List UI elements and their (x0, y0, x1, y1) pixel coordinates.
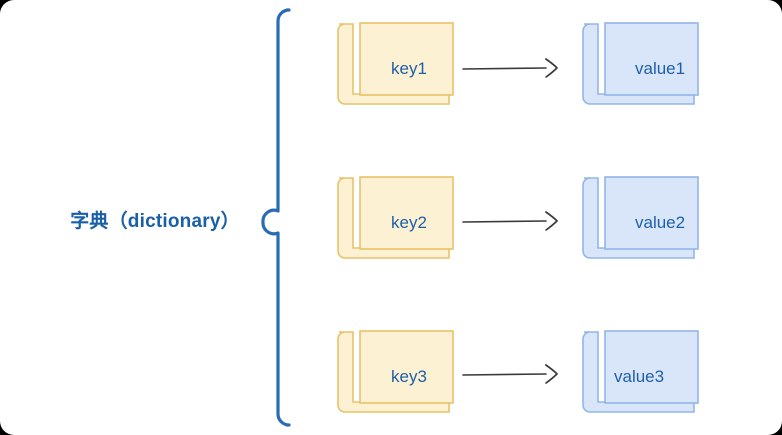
value-label-3: value3 (614, 367, 665, 386)
grouping-brace (261, 8, 291, 427)
mapping-arrow-1 (462, 58, 558, 78)
mapping-arrow-3 (462, 364, 558, 384)
pair-row-3 (337, 330, 699, 413)
pair-row-1 (337, 22, 699, 105)
value-label-2: value2 (635, 213, 686, 232)
mapping-arrow-2 (462, 211, 558, 231)
group-label: 字典（dictionary） (70, 211, 240, 232)
value-label-1: value1 (635, 59, 686, 78)
pair-row-2 (337, 176, 699, 259)
key-label-2: key2 (391, 213, 427, 232)
key-label-1: key1 (391, 59, 427, 78)
key-label-3: key3 (391, 367, 427, 386)
